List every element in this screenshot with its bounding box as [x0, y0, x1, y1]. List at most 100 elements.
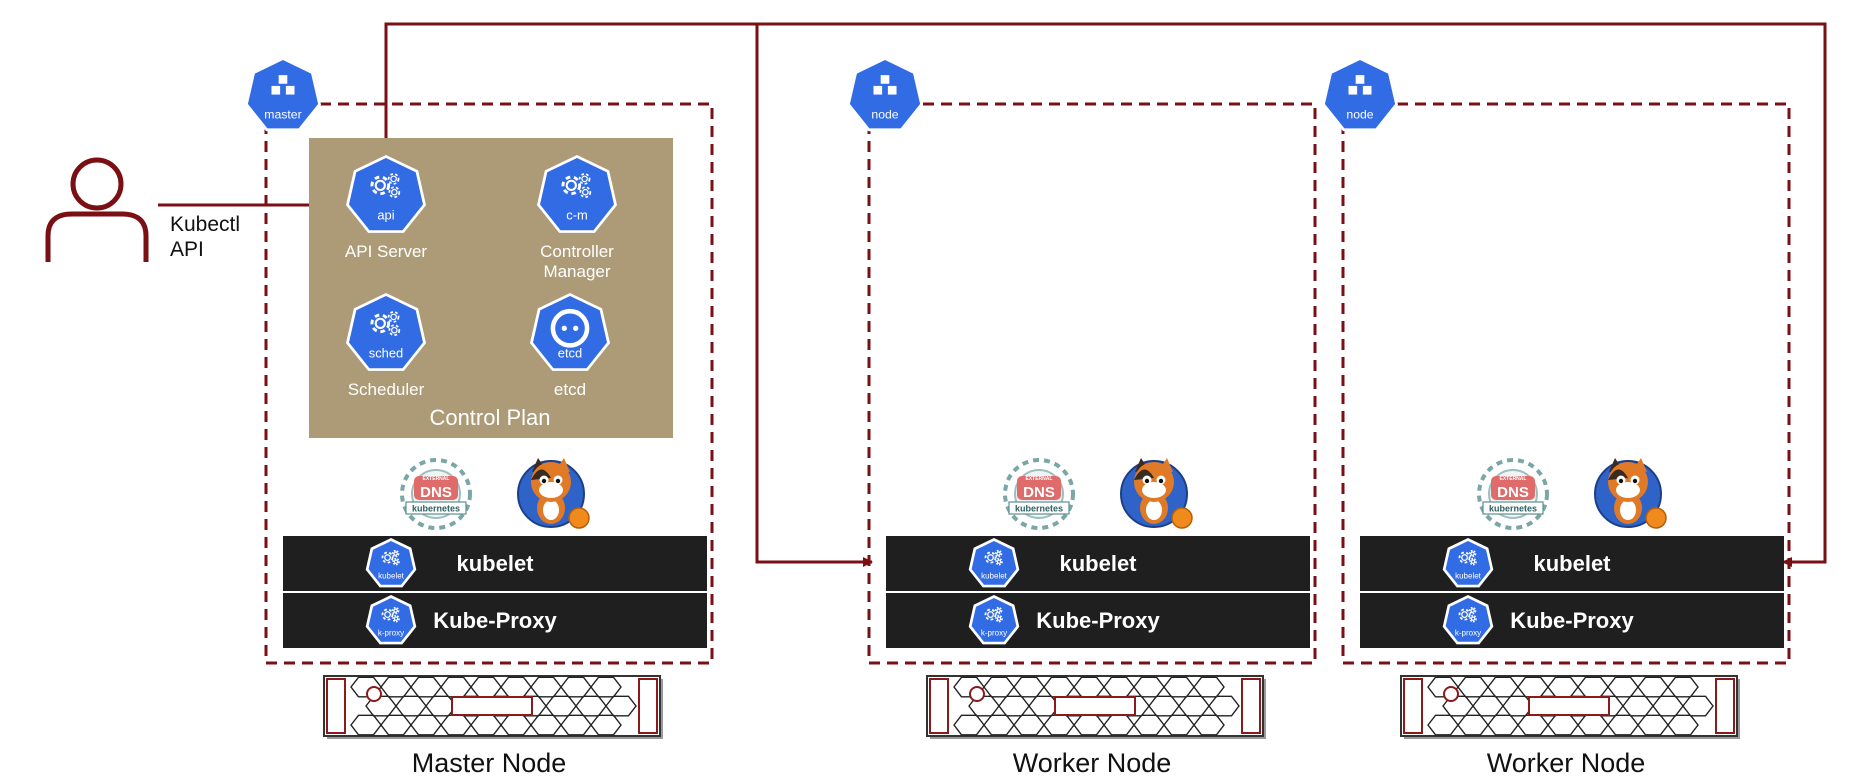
kubelet-icon-cog-c-hub	[996, 559, 1002, 564]
external-dns-logo-icon-wheel	[1003, 458, 1075, 530]
external-dns-logo-icon-ribbon	[1008, 501, 1070, 515]
server-chassis-icon-power-led	[969, 686, 985, 702]
kube-proxy-icon-cog-b-hub	[996, 608, 1001, 613]
kube-proxy-icon-cog-b-teeth	[391, 606, 400, 615]
component-cm-icon-cog-c	[579, 186, 592, 199]
user-actor: Kubectl API	[45, 157, 240, 262]
component-cm-icon-shape	[540, 158, 614, 231]
kube-proxy-icon-cog-c-hub	[996, 616, 1002, 621]
node-role-badge-icon-label: node	[1346, 107, 1373, 121]
kube-state-cat-icon-ball	[1171, 507, 1193, 529]
kubelet-icon-cog-b-hub	[1470, 551, 1475, 556]
kubelet-icon-cog-b-teeth	[1468, 549, 1477, 558]
kube-proxy-label: Kube-Proxy	[433, 608, 557, 633]
component-api-label: API Server	[345, 242, 428, 261]
node-role-badge-icon-label: node	[871, 107, 898, 121]
external-dns-logo-icon-external-text: EXTERNAL	[1500, 476, 1527, 482]
kubelet-icon-cog-a-teeth	[1458, 551, 1471, 564]
kube-proxy-icon-shape	[1445, 598, 1491, 642]
server-chassis-icon-ear-right	[1715, 678, 1735, 734]
control-plane-title: Control Plan	[429, 405, 550, 430]
external-dns-logo-icon-wheel	[400, 458, 472, 530]
component-cm-label: Manager	[543, 262, 610, 281]
component-sched-icon-cog-c-teeth	[388, 324, 401, 337]
component-api-icon-cog-a-hub	[374, 179, 386, 192]
kube-proxy-icon-cog-c	[995, 614, 1003, 623]
kubelet-label: kubelet	[456, 551, 534, 576]
server-chassis-icon	[323, 675, 663, 739]
kube-proxy-icon-label: k-proxy	[378, 628, 404, 637]
node-role-badge-icon-shape	[849, 60, 921, 129]
node-caption: Worker Node	[1487, 748, 1646, 778]
external-dns-logo-icon-badge	[1491, 476, 1535, 500]
kube-state-cat-icon-belly	[543, 500, 559, 520]
external-dns-logo-icon-dns-text: DNS	[420, 484, 452, 501]
component-cm-icon-cog-b-hub	[581, 175, 588, 183]
bar-background	[1360, 536, 1784, 591]
kube-proxy-icon-cog-a-teeth	[984, 608, 997, 621]
kube-proxy-icon-cog-a	[1458, 608, 1471, 621]
kube-proxy-icon-cog-a-hub	[1461, 611, 1468, 618]
server-chassis-icon-ear-right	[1241, 678, 1261, 734]
kube-proxy-icon-cog-a-hub	[987, 611, 994, 618]
node-role-badge-icon: node	[1322, 57, 1398, 132]
kube-proxy-icon-cog-c	[392, 614, 400, 623]
kube-proxy-icon: k-proxy	[365, 595, 417, 645]
kubelet-label: kubelet	[1059, 551, 1137, 576]
kubelet-icon: kubelet	[365, 538, 417, 588]
node-role-badge-icon-cube-left	[271, 85, 281, 95]
kubelet-icon-cog-c-hub	[393, 559, 399, 564]
external-dns-logo-icon-badge	[414, 476, 458, 500]
kube-state-cat-icon-muzzle	[1616, 482, 1640, 498]
component-cm-icon-cog-b-teeth	[578, 173, 591, 185]
server-chassis-icon-drive-slot	[451, 696, 533, 716]
kubelet-icon-cog-a-hub	[384, 554, 391, 561]
external-dns-logo-icon-kubernetes-text: kubernetes	[412, 504, 460, 514]
kubelet-icon-cog-a	[984, 551, 997, 564]
kubelet-icon: kubelet	[1442, 538, 1494, 588]
kube-proxy-icon-shape	[368, 598, 414, 642]
component-sched-icon-cog-b-teeth	[387, 311, 400, 323]
node-boundary	[1341, 102, 1791, 665]
component-api-icon: api	[346, 155, 426, 233]
node-role-badge-icon-cube-left	[873, 85, 883, 95]
component-sched-icon-cog-c-hub	[391, 326, 398, 334]
component-sched-label: Scheduler	[348, 380, 425, 399]
kubelet-icon-cog-a-teeth	[984, 551, 997, 564]
kube-state-cat-icon-pupil-left	[1144, 478, 1150, 484]
bar-background	[886, 536, 1310, 591]
component-etcd-icon-shape	[533, 296, 607, 369]
kubelet-icon-cog-c-hub	[1470, 559, 1476, 564]
external-dns-logo-icon-kubernetes-text: kubernetes	[1489, 504, 1537, 514]
kubelet-bar: kubelet kubelet	[283, 536, 707, 591]
kubelet-icon-cog-c	[392, 557, 400, 566]
component-cm-icon-label: c-m	[566, 208, 588, 223]
kube-proxy-icon: k-proxy	[1442, 595, 1494, 645]
kubelet-icon-label: kubelet	[378, 571, 405, 580]
node-boundary	[867, 102, 1317, 665]
kubelet-icon-cog-c-teeth	[995, 557, 1003, 566]
component-sched-icon-cog-b-hub	[390, 313, 397, 321]
bar-background	[283, 536, 707, 591]
node-role-badge-icon-label: master	[264, 107, 301, 121]
kube-state-cat-icon-pupil-right	[555, 478, 561, 484]
kube-proxy-icon-cog-b-hub	[393, 608, 398, 613]
kubelet-icon-cog-c	[1469, 557, 1477, 566]
node-role-badge-icon-shape	[247, 60, 319, 129]
node-role-badge-icon-cube-right	[887, 85, 897, 95]
server-chassis-icon-ear-left	[929, 678, 949, 734]
component-sched-icon-cog-a	[370, 313, 391, 334]
node-role-badge-icon-cube-left	[1348, 85, 1358, 95]
component-api-icon-cog-b-teeth	[387, 173, 400, 185]
kube-state-cat-icon-pupil-left	[1618, 478, 1624, 484]
component-api-icon-cog-c-teeth	[388, 186, 401, 199]
kubelet-icon-cog-b-hub	[393, 551, 398, 556]
server-chassis-icon-power-led	[1443, 686, 1459, 702]
kube-proxy-icon-cog-a-hub	[384, 611, 391, 618]
